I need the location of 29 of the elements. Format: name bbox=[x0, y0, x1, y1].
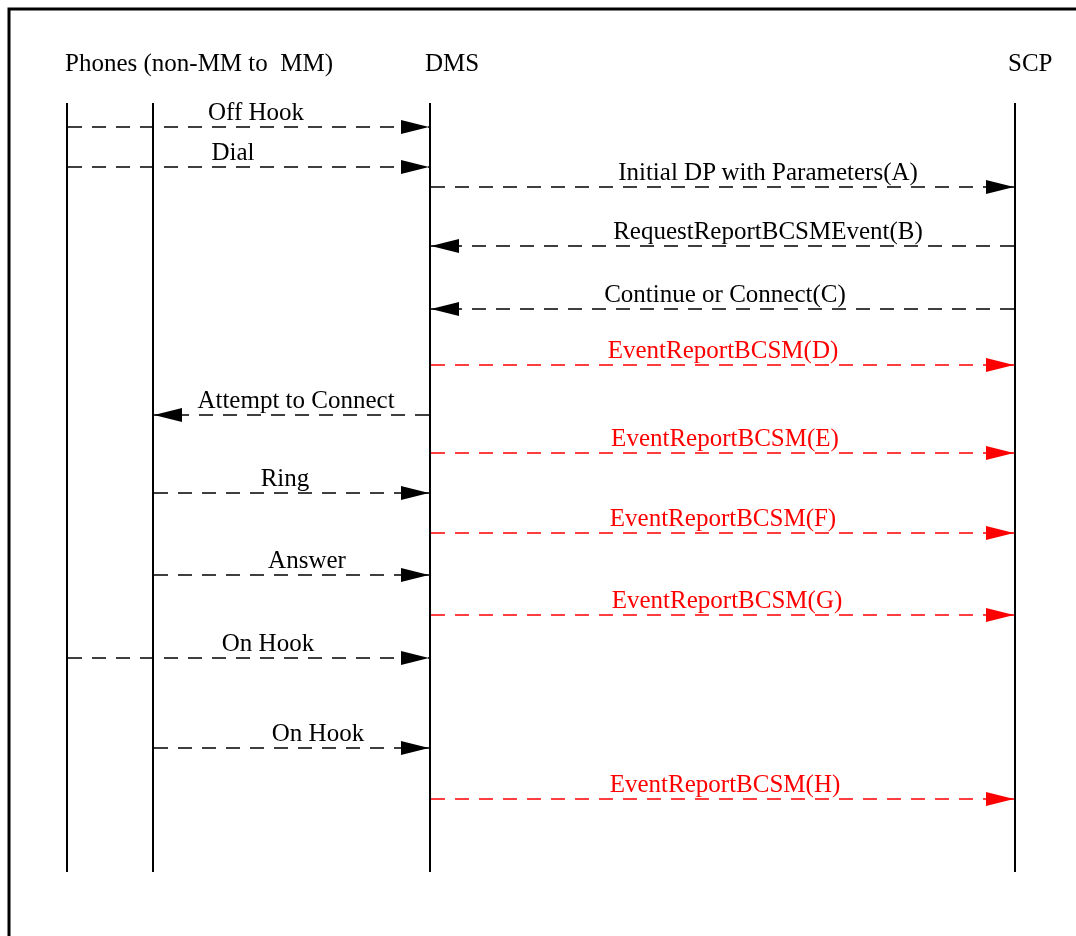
message-arrow bbox=[153, 741, 430, 755]
message-arrow bbox=[430, 526, 1015, 540]
message-arrow bbox=[67, 160, 430, 174]
message-arrow bbox=[430, 180, 1015, 194]
lifeline bbox=[429, 103, 431, 872]
edge-label: EventReportBCSM(G) bbox=[609, 587, 845, 612]
message-arrow bbox=[67, 651, 430, 665]
edge-label: EventReportBCSM(D) bbox=[605, 337, 841, 362]
edge-label: Continue or Connect(C) bbox=[602, 281, 848, 306]
edge-label: Initial DP with Parameters(A) bbox=[616, 159, 920, 184]
message-arrow bbox=[67, 120, 430, 134]
message-arrow bbox=[430, 358, 1015, 372]
message-arrow bbox=[430, 302, 1015, 316]
lifeline bbox=[66, 103, 68, 872]
message-arrow bbox=[153, 486, 430, 500]
message-arrow bbox=[430, 608, 1015, 622]
edge-label: RequestReportBCSMEvent(B) bbox=[611, 218, 925, 243]
message-arrow bbox=[153, 408, 430, 422]
lifeline-heading: DMS bbox=[425, 50, 480, 75]
lifeline bbox=[152, 103, 154, 872]
message-arrow bbox=[153, 568, 430, 582]
message-arrow bbox=[430, 446, 1015, 460]
lifeline-heading: SCP bbox=[1008, 50, 1053, 75]
message-arrow bbox=[430, 792, 1015, 806]
lifeline-heading: Phones (non-MM to MM) bbox=[65, 50, 334, 75]
edge-label: EventReportBCSM(H) bbox=[607, 771, 843, 796]
edge-label: EventReportBCSM(E) bbox=[609, 425, 841, 450]
message-arrow bbox=[430, 239, 1015, 253]
lifeline bbox=[1014, 103, 1016, 872]
